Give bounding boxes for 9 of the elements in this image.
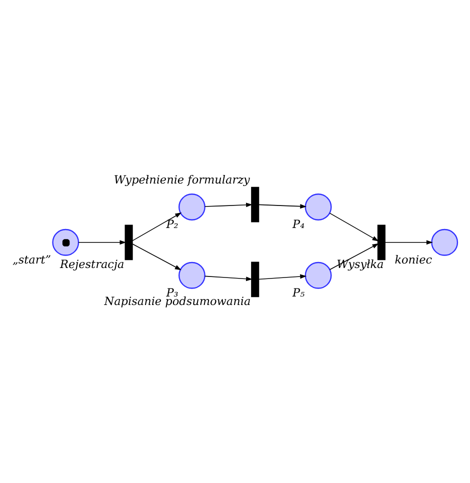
node-label: „start” (12, 252, 52, 266)
node-label: Wysyłka (336, 257, 384, 270)
node-label: Rejestracja (60, 257, 124, 270)
node-label: Wypełnienie formularzy (114, 172, 250, 186)
node-label: P₂ (166, 218, 178, 231)
node-label: P₅ (292, 286, 305, 299)
node-label: P₄ (292, 218, 305, 231)
node-label: P₃ (166, 286, 178, 299)
node-label: koniec (394, 252, 432, 266)
